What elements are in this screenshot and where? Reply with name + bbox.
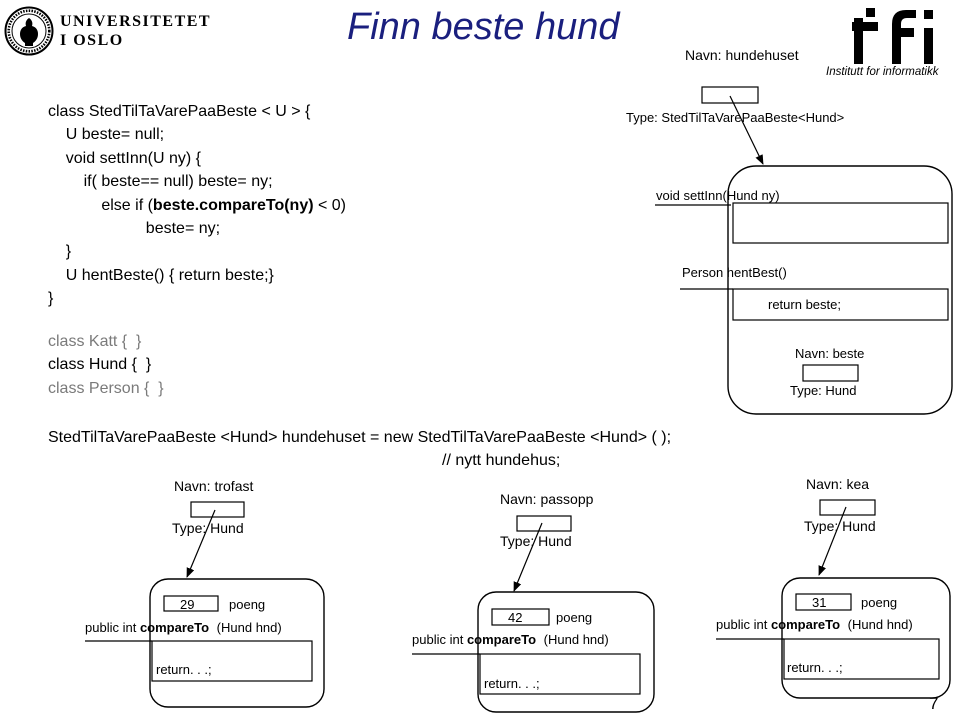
code-line: U beste= null;	[48, 126, 165, 144]
dog-kea-poeng-value: 31	[812, 595, 827, 610]
dog-kea-method: public int compareTo (Hund hnd)	[716, 617, 913, 632]
institute-caption: Institutt for informatikk	[826, 66, 939, 78]
hundehuset-ref-arrow	[729, 95, 764, 165]
code-line: else if (beste.compareTo(ny) < 0)	[48, 196, 347, 214]
method-params: (Hund hnd)	[847, 617, 913, 632]
dog-trofast-poeng-label: poeng	[229, 597, 266, 612]
code-listing: class StedTilTaVarePaaBeste < U > { U be…	[48, 100, 346, 311]
dog-passopp-method: public int compareTo (Hund hnd)	[412, 632, 609, 647]
university-line2: I OSLO	[60, 32, 124, 49]
dog-passopp-poeng-label: poeng	[556, 610, 593, 625]
method-params: (Hund hnd)	[543, 632, 609, 647]
method-name: compareTo	[466, 632, 537, 647]
hundehuset-ref-box	[701, 86, 759, 104]
dog-kea-name: Navn: kea	[806, 476, 870, 492]
method-name: compareTo	[770, 617, 841, 632]
hundehuset-method-hentbest: Person hentBest()	[682, 265, 787, 280]
university-line1: UNIVERSITETET	[60, 13, 212, 30]
code-line: beste= ny;	[48, 219, 221, 237]
dog-trofast-method: public int compareTo (Hund hnd)	[85, 620, 282, 635]
method-signature: public int	[716, 617, 768, 632]
class-hund: class Hund { }	[48, 356, 152, 374]
dog-trofast-body: return. . .;	[156, 662, 212, 677]
code-line: }	[48, 290, 54, 308]
method-params: (Hund hnd)	[216, 620, 282, 635]
dog-passopp-poeng-value: 42	[508, 610, 523, 625]
statement-line: StedTilTaVarePaaBeste <Hund> hundehuset …	[48, 429, 672, 446]
class-katt: class Katt { }	[48, 333, 142, 350]
field-beste-name: Navn: beste	[795, 346, 865, 361]
dog-passopp-ref-box	[516, 515, 572, 532]
code-emphasis: beste.compareTo(ny)	[152, 196, 314, 214]
dog-passopp-name: Navn: passopp	[500, 491, 594, 507]
hundehuset-method-body: return beste;	[768, 297, 841, 312]
dog-trofast-type: Type: Hund	[172, 520, 244, 536]
class-person: class Person { }	[48, 379, 164, 397]
dog-trofast-name: Navn: trofast	[174, 478, 254, 494]
page-number: 7	[929, 694, 939, 713]
method-name: compareTo	[139, 620, 210, 635]
dog-kea-type: Type: Hund	[804, 518, 876, 534]
ifi-logo	[852, 6, 942, 66]
settinn-body-box	[732, 202, 949, 244]
code-line: U hentBeste() { return beste;}	[48, 266, 274, 284]
dog-trofast-poeng-value: 29	[180, 597, 195, 612]
university-seal	[4, 6, 54, 56]
method-signature: public int	[412, 632, 464, 647]
hundehuset-method-settinn: void settInn(Hund ny)	[656, 188, 780, 203]
hundehuset-object	[727, 165, 953, 415]
dog-passopp-type: Type: Hund	[500, 533, 572, 549]
page-title: Finn beste hund	[347, 6, 620, 48]
dog-kea-body: return. . .;	[787, 660, 843, 675]
hundehuset-name-label: Navn: hundehuset	[685, 47, 799, 63]
code-line: if( beste== null) beste= ny;	[48, 173, 273, 191]
dog-kea-poeng-label: poeng	[861, 595, 898, 610]
dog-trofast-ref-box	[190, 501, 245, 518]
code-line: void settInn(U ny) {	[48, 149, 201, 167]
class-list: class Katt { } class Hund { } class Pers…	[48, 330, 164, 400]
code-line: }	[48, 243, 72, 261]
dog-passopp-body: return. . .;	[484, 676, 540, 691]
beste-ref-box	[802, 364, 859, 382]
university-name: UNIVERSITETET I OSLO	[60, 12, 211, 50]
field-beste-type: Type: Hund	[790, 383, 857, 398]
code-line: class StedTilTaVarePaaBeste < U > {	[48, 103, 311, 120]
dog-kea-ref-box	[819, 499, 876, 516]
hundehuset-type-label: Type: StedTilTaVarePaaBeste<Hund>	[626, 110, 845, 125]
method-signature: public int	[85, 620, 137, 635]
statement-comment: // nytt hundehus;	[442, 452, 561, 469]
